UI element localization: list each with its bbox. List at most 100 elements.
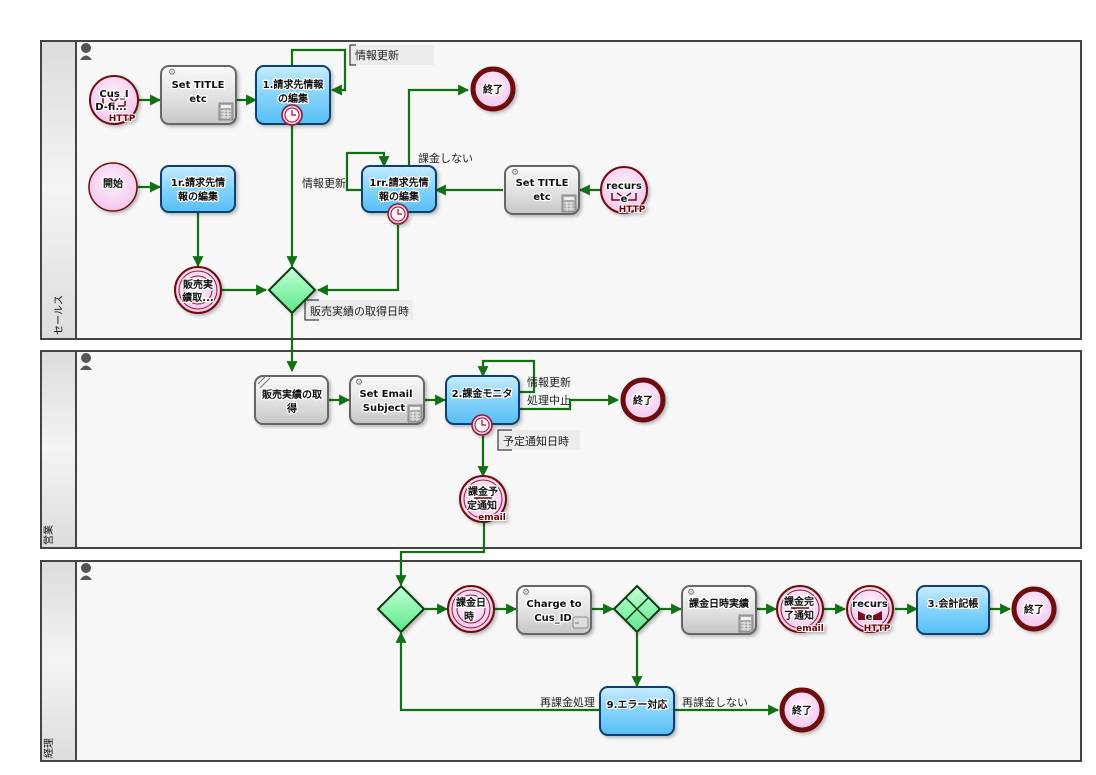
http-icon [102,95,126,107]
calculator-icon [407,404,423,423]
node-label: 績取... [182,291,213,304]
gateway-2[interactable] [376,584,426,634]
annotation-gateway1: 販売実績の取得日時 [304,299,413,321]
human-task-1rr[interactable]: 1rr.請求先情 報の編集 [361,165,437,225]
edge-label: 情報更新 [355,48,399,62]
timer-event-charge[interactable]: 課金日 時 [447,585,495,633]
node-label: 了通知 [784,609,814,622]
edge-label: 課金しない [418,151,473,165]
node-label: 報の編集 [178,190,219,203]
node-label: 9.エラー対応 [607,698,668,711]
service-task-get-sales[interactable]: 販売実績の取 得 [254,375,329,425]
auto-task-charge-record[interactable]: ⚙ 課金日時実績 [681,585,757,635]
node-label: Set Email [359,389,412,400]
node-label: recurs [606,181,642,192]
timer-event-sales[interactable]: 販売実 績取... [174,266,222,314]
human-task-3[interactable]: 3.会計記帳 [916,585,990,635]
node-label: の編集 [278,92,309,105]
gear-icon: ⚙ [355,378,363,388]
email-badge: email [478,513,506,523]
edge[interactable] [316,225,400,296]
node-label: 2.課金モニタ [452,387,513,400]
end-event-3[interactable]: 終了 [1011,586,1057,632]
edge-task1rr-nocharge[interactable] [407,84,470,166]
lane-label: セールス [53,295,65,335]
http-badge: HTTP [619,205,646,215]
node-label: 課金完 [784,595,814,608]
auto-task-set-title-2[interactable]: ⚙ Set TITLE etc [504,165,580,215]
edge-task1rr-update[interactable] [345,151,390,192]
node-label: 課金日時実績 [689,597,749,610]
annotation-text: 予定通知日時 [503,434,569,448]
gear-icon: ⚙ [522,588,530,598]
node-label: 定通知 [467,499,497,512]
user-icon [80,43,92,60]
email-event-1[interactable]: 課金予 定通知 email [459,475,507,524]
edges [138,48,1012,716]
http-badge: HTTP [864,624,891,634]
node-label: e [866,612,873,623]
http-event-cusid[interactable]: Cus_I D-fi... HTTP [89,75,139,125]
node-label: 1rr.請求先情 [369,176,428,189]
end-event-4[interactable]: 終了 [779,687,825,733]
edge-label: 再課金しない [682,695,748,709]
http-event-recurse-1[interactable]: recurs e HTTP [600,166,648,216]
human-task-1r[interactable]: 1r.請求先情 報の編集 [160,165,236,213]
node-label: Set TITLE [172,80,225,91]
node-label: Set TITLE [516,178,569,189]
timer-icon [471,414,493,436]
node-label: 販売実 [183,278,213,291]
human-task-1[interactable]: 1.請求先情報 の編集 [255,65,331,126]
gear-icon: ⚙ [511,168,519,178]
http-badge: HTTP [109,114,136,124]
http-icon [858,611,882,620]
auto-task-set-title-1[interactable]: ⚙ Set TITLE etc [160,65,237,125]
edge-task2-update[interactable] [477,359,536,394]
start-event[interactable]: 開始 [88,162,138,212]
edge-task1-update[interactable] [290,48,347,96]
exclusive-gateway[interactable] [612,584,662,634]
node-label: 得 [286,402,297,415]
node-label: recurs [852,599,888,610]
gateway-1[interactable] [267,265,317,315]
lane-label: 営業 [42,525,55,545]
lane-label: 経理 [42,738,55,758]
human-task-2[interactable]: 2.課金モニタ [445,375,520,436]
node-label: etc [533,192,551,203]
node-label: Charge to [526,599,581,610]
card-icon [572,616,589,629]
email-icon [474,497,492,504]
node-label: etc [189,94,207,105]
end-event-1[interactable]: 終了 [470,66,516,112]
node-label: 終了 [1024,603,1044,616]
end-event-2[interactable]: 終了 [620,377,666,423]
node-label: 課金予 [468,485,498,498]
auto-task-set-email[interactable]: ⚙ Set Email Subject [349,375,425,425]
node-label: e [621,194,628,205]
http-event-recurse-2[interactable]: recurs e HTTP [846,585,894,635]
calculator-icon [218,102,234,121]
email-icon [791,607,809,614]
node-label: 課金日 [456,596,486,609]
node-label: 報の編集 [379,190,420,203]
node-label: 終了 [483,83,503,96]
node-label: 終了 [792,704,812,717]
node-label: 販売実績の取 [262,388,323,401]
service-icon [257,375,271,389]
node-label: Cus_I [99,89,128,100]
edge[interactable] [395,522,486,587]
node-label: 終了 [633,394,653,407]
auto-task-charge[interactable]: ⚙ Charge to Cus_ID [516,585,592,635]
email-event-2[interactable]: 課金完 了通知 email [776,585,825,635]
node-label: 開始 [103,177,123,190]
node-label: 時 [464,610,474,623]
annotation-text: 販売実績の取得日時 [310,304,409,318]
annotation-task1-update: 情報更新 [349,44,434,66]
calculator-icon [561,194,577,213]
edge-task2-abort[interactable] [519,394,620,411]
edge-task9-retry[interactable] [395,631,600,712]
edge-label: 情報更新 [302,176,346,190]
human-task-9[interactable]: 9.エラー対応 [599,686,675,736]
timer-icon [387,203,409,225]
